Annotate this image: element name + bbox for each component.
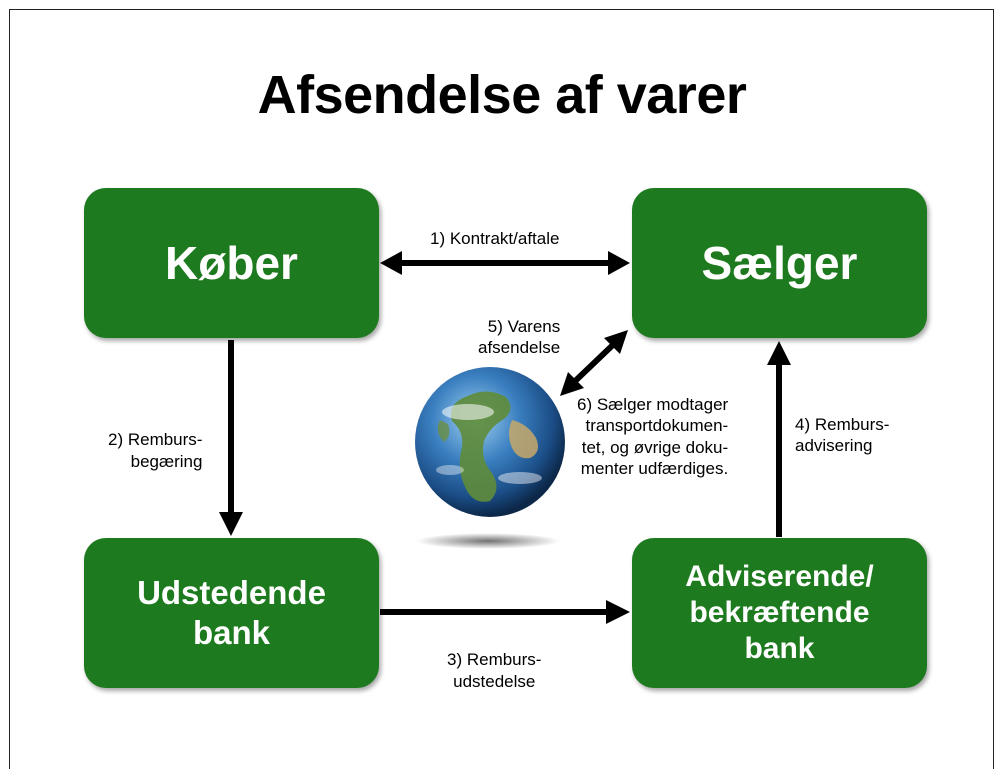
arrow-shipment xyxy=(560,330,628,396)
step-4-label: 4) Remburs- advisering xyxy=(795,415,890,456)
advising-bank-box: Adviserende/ bekræftende bank xyxy=(632,538,927,688)
page-title: Afsendelse af varer xyxy=(257,65,747,125)
step-2-label: 2) Remburs-begæring xyxy=(108,408,202,472)
issuing-bank-label: Udstedende bank xyxy=(137,573,326,651)
seller-label: Sælger xyxy=(701,237,858,289)
seller-box: Sælger xyxy=(632,188,927,338)
globe-icon xyxy=(415,367,565,549)
buyer-label: Køber xyxy=(165,237,298,289)
step-3-label: 3) Remburs-udstedelse xyxy=(447,628,541,692)
arrow-advice xyxy=(767,341,791,537)
step-6-label: 6) Sælger modtager transportdokumen- tet… xyxy=(577,395,729,478)
advising-bank-label: Adviserende/ bekræftende bank xyxy=(685,560,874,665)
arrow-request xyxy=(219,340,243,536)
arrow-contract xyxy=(380,251,630,275)
issuing-bank-box: Udstedende bank xyxy=(84,538,379,688)
slide-frame xyxy=(9,9,994,769)
buyer-box: Køber xyxy=(84,188,379,338)
step-3-text: 3) Remburs-udstedelse xyxy=(447,650,542,691)
arrow-issue xyxy=(380,600,630,624)
step-5-label: 5) Varens afsendelse xyxy=(478,317,561,358)
step-1-label: 1) Kontrakt/aftale xyxy=(430,229,560,248)
step-2-text: 2) Remburs-begæring xyxy=(108,430,203,471)
